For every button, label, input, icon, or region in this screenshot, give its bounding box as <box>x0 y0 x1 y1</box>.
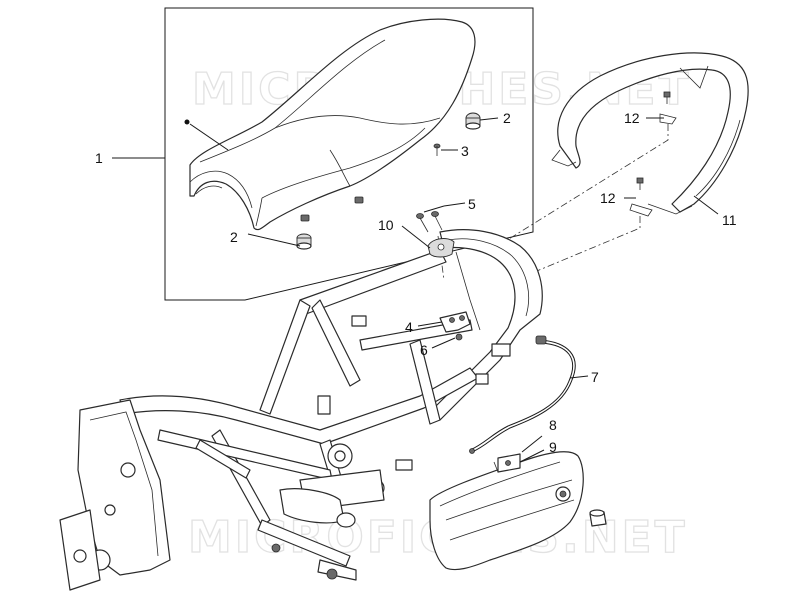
callout-2-upper: 2 <box>503 110 511 126</box>
motorcycle-frame <box>59 229 543 591</box>
seat-release-cable[interactable] <box>469 335 576 454</box>
cover-clip[interactable] <box>493 453 521 473</box>
screw-latch-1[interactable] <box>416 213 429 233</box>
bumper-upper[interactable] <box>465 112 481 130</box>
lock-catch[interactable] <box>427 238 455 258</box>
callout-1: 1 <box>95 150 103 166</box>
nut-latch[interactable] <box>455 333 463 341</box>
grab-rail[interactable] <box>551 52 749 215</box>
seat-latch-bracket[interactable] <box>439 311 471 333</box>
seat-kit-frame <box>164 7 534 301</box>
callout-4: 4 <box>405 319 413 335</box>
assembly-line-2 <box>519 216 641 279</box>
screw-latch-2[interactable] <box>431 211 443 231</box>
callout-5: 5 <box>468 196 476 212</box>
callout-9: 9 <box>549 439 557 455</box>
bumper-lower[interactable] <box>296 233 312 250</box>
seat[interactable] <box>189 18 476 231</box>
assembly-line-1 <box>487 124 669 253</box>
bolt-rail-lower[interactable] <box>629 177 653 217</box>
callout-10: 10 <box>378 217 394 233</box>
callout-8: 8 <box>549 417 557 433</box>
callout-7: 7 <box>591 369 599 385</box>
callout-11: 11 <box>722 212 737 228</box>
screw-seat[interactable] <box>433 143 441 156</box>
callout-3: 3 <box>461 143 469 159</box>
callout-12-lower: 12 <box>600 190 616 206</box>
leader-lines <box>112 117 719 463</box>
grommet[interactable] <box>589 509 607 527</box>
kit-marker-dot <box>184 119 190 125</box>
callout-2-lower: 2 <box>230 229 238 245</box>
callout-6: 6 <box>420 342 428 358</box>
bolt-rail-upper[interactable] <box>659 91 677 125</box>
callout-12-upper: 12 <box>624 110 640 126</box>
